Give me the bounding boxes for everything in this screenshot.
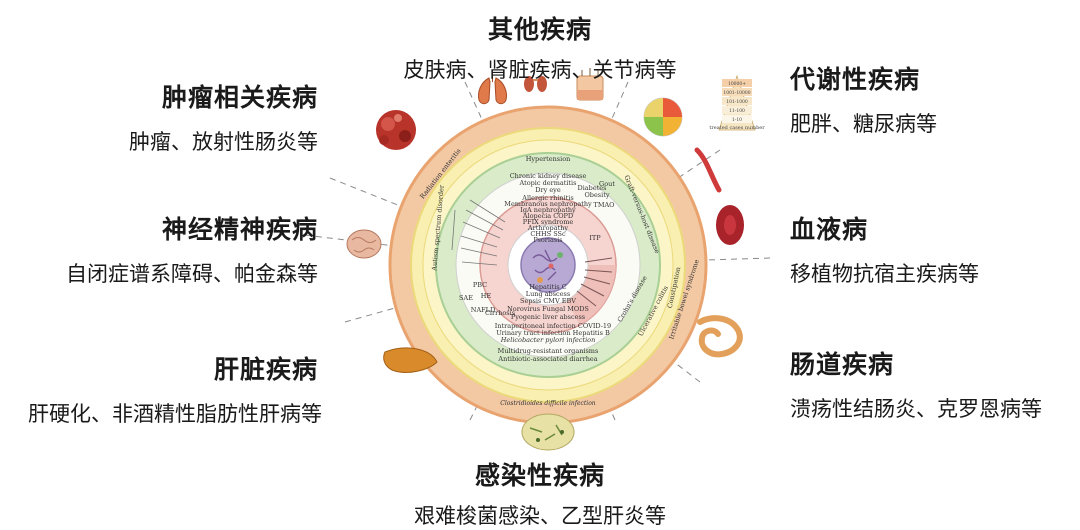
label-inner-top-4: Allergic rhinitis	[521, 194, 573, 202]
label-right-9: ITP	[589, 234, 601, 242]
svg-text:1001-10000: 1001-10000	[723, 90, 750, 96]
label-hypertension: Hypertension	[526, 155, 571, 163]
label-right-10: TMAO	[593, 201, 614, 209]
label-ring-infect-4: Intraperitoneal infection COVID-19	[495, 322, 611, 330]
bacteria-petri-icon	[521, 413, 575, 451]
category-gut-diseases: 肠道疾病 溃疡性结肠炎、克罗恩病等	[790, 345, 1075, 423]
category-blood-desc: 移植物抗宿主疾病等	[790, 262, 979, 286]
kidney-icon	[524, 76, 547, 92]
diet-plate-icon	[643, 97, 683, 137]
inner-radial-label-marks	[576, 257, 613, 307]
category-tumor-diseases: 肿瘤相关疾病 肿瘤、放射性肠炎等	[40, 78, 318, 156]
category-gut-desc: 溃疡性结肠炎、克罗恩病等	[790, 397, 1042, 421]
label-inner-bot-4: Norovirus Fungal MODS	[507, 305, 589, 313]
category-blood-diseases: 血液病 移植物抗宿主疾病等	[790, 210, 1060, 288]
label-left-6: PBC	[473, 281, 487, 289]
category-blood-title: 血液病	[790, 215, 869, 244]
label-ring-infect-5: Urinary tract infection Hepatitis B	[496, 329, 610, 337]
label-inner-top-6: IgA nephropathy	[520, 206, 576, 214]
core-microbiome-icon	[520, 237, 576, 293]
category-metabolic-diseases: 代谢性疾病 肥胖、糖尿病等	[790, 60, 1060, 138]
label-inner-top-7: Alopecia COPD	[522, 212, 573, 220]
category-neuro-desc: 自闭症谱系障碍、帕金森等	[66, 262, 318, 286]
category-liver-desc: 肝硬化、非酒精性脂肪性肝病等	[28, 402, 322, 426]
svg-text:1-10: 1-10	[732, 117, 742, 123]
blood-vessel-icon	[694, 147, 722, 193]
category-liver-diseases: 肝脏疾病 肝硬化、非酒精性脂肪性肝病等	[4, 350, 322, 428]
treated-cases-pyramid: 10000+ 1001-10000 101-1000 11-100 1-10 t…	[709, 74, 765, 131]
label-right-6: Obesity	[584, 191, 609, 199]
svg-text:101-1000: 101-1000	[726, 99, 748, 105]
category-metabolic-desc: 肥胖、糖尿病等	[790, 112, 937, 136]
organ-icons-top	[478, 68, 604, 105]
tumor-icon	[376, 110, 416, 150]
label-left-7: Cirrhosis	[485, 309, 515, 317]
category-other-desc: 皮肤病、肾脏疾病、关节病等	[403, 58, 677, 82]
label-left-3: SAE	[459, 294, 473, 302]
red-blood-cell-icon	[716, 205, 744, 245]
category-infectious-diseases: 感染性疾病 艰难梭菌感染、乙型肝炎等	[380, 456, 700, 530]
lungs-icon	[478, 72, 507, 105]
core-bacteria-pattern	[532, 249, 563, 283]
label-outer-bottom: Clostridioides difficile infection	[500, 400, 596, 407]
intestine-icon	[697, 315, 743, 358]
label-ring-infect-1: Multidrug-resistant organisms	[498, 347, 599, 355]
label-right-7: Diabetes	[578, 184, 607, 192]
label-inner-top-5: Membranous nephropathy	[504, 200, 592, 208]
label-inner-top-3: Dry eye	[535, 186, 561, 194]
svg-text:10000+: 10000+	[728, 81, 746, 87]
label-inner-top-1: Chronic kidney disease	[510, 172, 587, 180]
label-inner-top-9: Arthropathy	[527, 224, 568, 232]
brain-icon	[346, 229, 382, 259]
category-infectious-desc: 艰难梭菌感染、乙型肝炎等	[414, 504, 666, 528]
divider-lower-left	[344, 264, 549, 323]
label-inner-bot-3: Sepsis CMV EBV	[520, 297, 576, 305]
liver-icon	[383, 347, 438, 373]
label-inner-bot-2: Lung abscess	[526, 290, 570, 298]
left-radial-label-marks	[451, 199, 506, 266]
category-tumor-title: 肿瘤相关疾病	[161, 83, 318, 112]
skin-icon	[576, 68, 604, 101]
label-ring-infect-2: Antibiotic-associated diarrhea	[497, 355, 597, 363]
category-neuro-title: 神经精神疾病	[161, 215, 318, 244]
category-neuro-diseases: 神经精神疾病 自闭症谱系障碍、帕金森等	[20, 210, 318, 288]
label-left-4: NAFLD	[471, 306, 495, 314]
category-liver-title: 肝脏疾病	[213, 355, 318, 384]
category-gut-title: 肠道疾病	[790, 350, 895, 379]
category-other-title: 其他疾病	[487, 15, 592, 44]
label-inner-top-2: Atopic dermatitis	[519, 179, 577, 187]
label-ring-infect-3: Helicobacter pylori infection	[500, 336, 596, 344]
svg-text:11-100: 11-100	[729, 108, 745, 114]
category-tumor-desc: 肿瘤、放射性肠炎等	[129, 130, 318, 154]
label-inner-bot-1: Hepatitis C	[529, 283, 566, 291]
category-metabolic-title: 代谢性疾病	[790, 65, 921, 94]
svg-text:treated cases number: treated cases number	[709, 125, 765, 131]
label-right-8: Gout	[599, 180, 615, 188]
label-left-5: HE	[481, 292, 492, 300]
label-inner-bot-5: Pyogenic liver abscess	[511, 313, 585, 321]
label-inner-top-10: CHHS SSc	[530, 230, 566, 238]
category-infectious-title: 感染性疾病	[474, 461, 605, 490]
label-inner-top-11: Psoriasis	[533, 236, 562, 244]
label-inner-top-8: PFIX syndrome	[523, 218, 574, 226]
category-other-diseases: 其他疾病 皮肤病、肾脏疾病、关节病等	[380, 10, 700, 84]
